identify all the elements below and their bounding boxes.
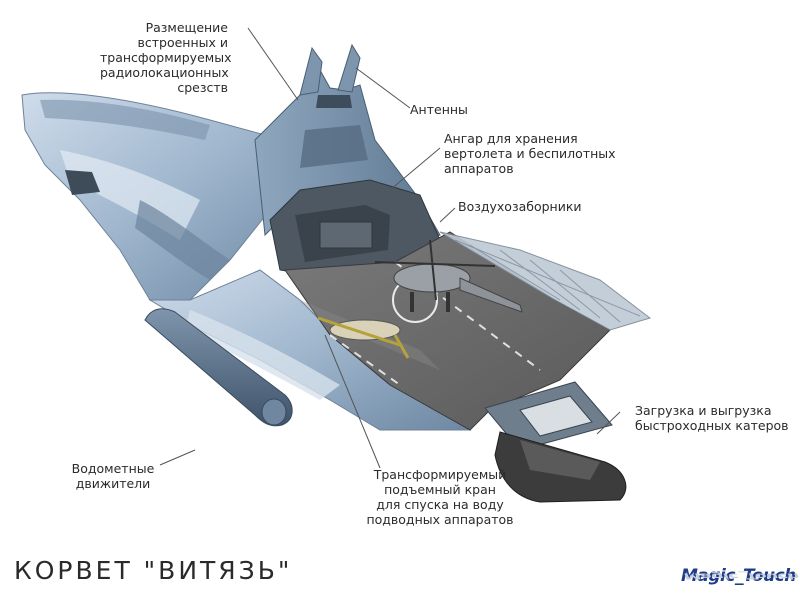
page-title: КОРВЕТ "ВИТЯЗЬ" (14, 556, 292, 585)
callout-waterjets: Водометные движители (68, 461, 158, 491)
callout-air-intakes: Воздухозаборники (458, 199, 582, 214)
callout-radar: Размещение встроенных и трансформируемых… (100, 20, 228, 95)
callout-antennas: Антенны (410, 102, 468, 117)
callout-hangar: Ангар для хранения вертолета и беспилотн… (444, 131, 616, 176)
callout-boats: Загрузка и выгрузка быстроходных катеров (635, 403, 789, 433)
callout-crane: Трансформируемый подъемный кран для спус… (355, 467, 525, 527)
watermark-reflection: Magic_Touch (684, 571, 799, 580)
hull-wing (22, 93, 300, 300)
